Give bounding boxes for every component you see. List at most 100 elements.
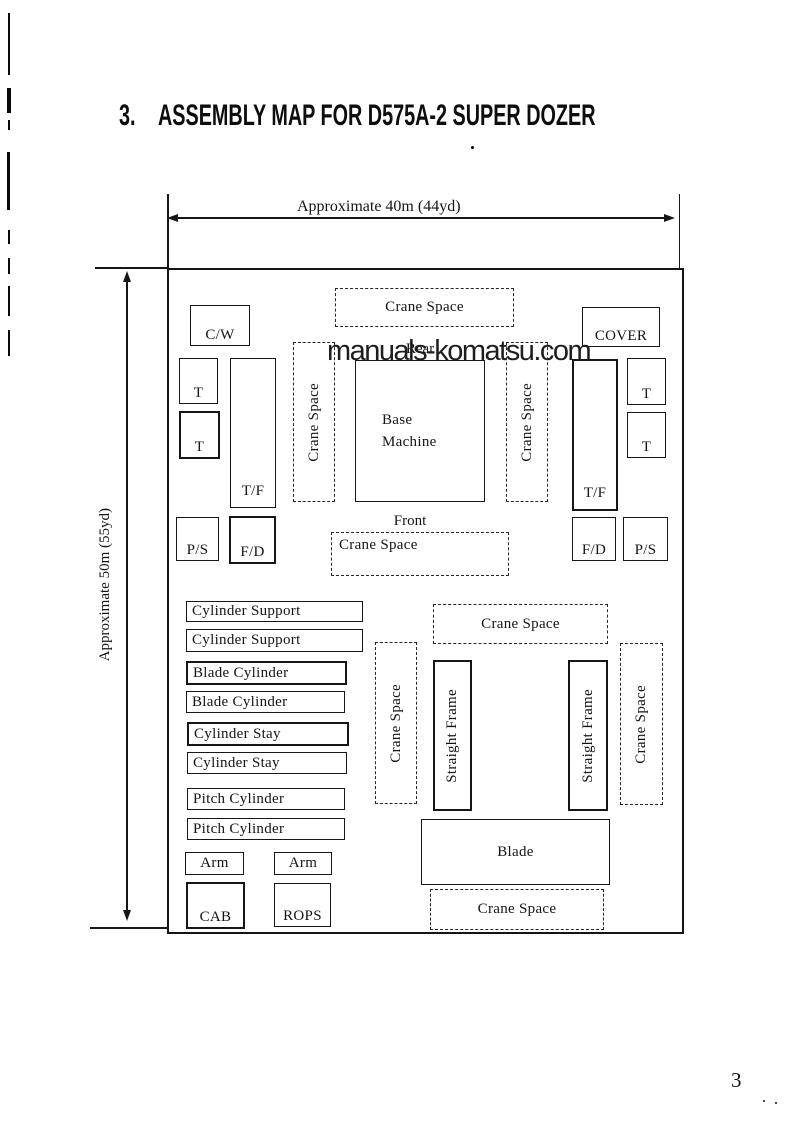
crane-space-label: Crane Space — [633, 684, 650, 764]
straight-frame-box-1: Straight Frame — [433, 660, 472, 811]
straight-frame-box-2: Straight Frame — [568, 660, 608, 811]
cylinder-support-box-1: Cylinder Support — [186, 601, 363, 622]
scan-artifact-line — [7, 152, 10, 210]
scan-artifact-line — [8, 230, 10, 244]
ps-label: P/S — [186, 541, 209, 558]
page-number: 3 — [731, 1068, 742, 1092]
heading-number: 3. — [119, 99, 136, 132]
cab-box: CAB — [186, 882, 245, 929]
crane-space-label: Crane Space — [387, 683, 404, 763]
arm-label: Arm — [288, 855, 318, 872]
crane-space-label: Crane Space — [385, 299, 464, 316]
scan-artifact-line — [8, 330, 10, 356]
scan-artifact-line — [7, 88, 11, 113]
fd-box-left: F/D — [229, 516, 276, 564]
scan-speck — [763, 1100, 765, 1102]
cab-label: CAB — [199, 908, 232, 925]
crane-space-box-front: Crane Space — [331, 532, 509, 576]
cover-label: COVER — [594, 327, 648, 344]
straight-frame-label: Straight Frame — [579, 688, 596, 783]
crane-space-box-bottom: Crane Space — [430, 889, 604, 930]
cylinder-support-label: Cylinder Support — [192, 603, 301, 620]
arrow-up-icon — [122, 271, 131, 282]
fd-box-right: F/D — [572, 517, 616, 561]
v-dim-extension-bottom — [90, 927, 167, 929]
v-dim-extension-top — [95, 267, 167, 269]
rear-label: Rear — [405, 341, 435, 357]
scan-speck — [775, 1102, 777, 1104]
straight-frame-label: Straight Frame — [444, 688, 461, 783]
scan-speck — [471, 146, 474, 149]
v-dim-label: Approximate 50m (55yd) — [97, 420, 114, 750]
rops-box: ROPS — [274, 883, 331, 927]
h-dim-label: Approximate 40m (44yd) — [297, 198, 461, 215]
cylinder-stay-box-1: Cylinder Stay — [187, 722, 349, 746]
t-label: T — [193, 384, 204, 401]
cylinder-support-box-2: Cylinder Support — [186, 629, 363, 652]
ps-box-left: P/S — [176, 517, 219, 561]
cylinder-stay-box-2: Cylinder Stay — [187, 752, 347, 774]
v-dim-line — [126, 282, 128, 910]
crane-space-label: Crane Space — [339, 537, 418, 553]
arrow-right-icon — [664, 213, 675, 222]
v-dim-label-text: Approximate 50m (55yd) — [97, 508, 113, 662]
pitch-cylinder-box-1: Pitch Cylinder — [187, 788, 345, 810]
assembly-area-outline — [167, 268, 684, 934]
arm-label: Arm — [200, 855, 229, 872]
cover-box: COVER — [582, 307, 660, 347]
pitch-cylinder-label: Pitch Cylinder — [193, 820, 285, 837]
tf-box-left: T/F — [230, 358, 276, 508]
blade-box: Blade — [421, 819, 610, 885]
page-title: ASSEMBLY MAP FOR D575A-2 SUPER DOZER — [158, 99, 596, 132]
cylinder-stay-label: Cylinder Stay — [194, 725, 281, 742]
cylinder-stay-label: Cylinder Stay — [193, 754, 280, 771]
arm-box-1: Arm — [185, 852, 244, 875]
t-box-left-1: T — [179, 358, 218, 404]
rops-label: ROPS — [283, 907, 322, 924]
blade-cylinder-box-2: Blade Cylinder — [186, 691, 345, 713]
blade-label: Blade — [497, 843, 534, 860]
ps-box-right: P/S — [623, 517, 668, 561]
scan-artifact-line — [8, 13, 10, 75]
crane-space-box-mid-right: Crane Space — [620, 643, 663, 805]
arrow-down-icon — [122, 910, 131, 921]
blade-cylinder-box-1: Blade Cylinder — [186, 661, 347, 685]
blade-cylinder-label: Blade Cylinder — [192, 693, 288, 710]
pitch-cylinder-label: Pitch Cylinder — [193, 790, 285, 807]
tf-label: T/F — [583, 484, 607, 501]
cylinder-support-label: Cylinder Support — [192, 632, 301, 649]
base-machine-box: Base Machine — [355, 360, 485, 502]
tf-label: T/F — [241, 482, 265, 499]
t-box-right-1: T — [627, 358, 666, 405]
crane-space-label: Crane Space — [481, 615, 560, 632]
blade-cylinder-label: Blade Cylinder — [193, 664, 289, 681]
h-dim-line — [177, 217, 665, 219]
t-box-left-2: T — [179, 411, 220, 459]
base-machine-label: Base Machine — [382, 411, 437, 451]
crane-space-box-right: Crane Space — [506, 342, 548, 502]
crane-space-label: Crane Space — [305, 382, 322, 462]
crane-space-box-mid: Crane Space — [433, 604, 608, 644]
h-dim-extension-left — [167, 194, 169, 268]
watermark: manuals-komatsu.com — [327, 335, 592, 367]
front-label: Front — [393, 513, 427, 529]
crane-space-box-mid-left: Crane Space — [375, 642, 417, 804]
h-dim-extension-right — [678, 194, 680, 268]
cw-box: C/W — [190, 305, 250, 346]
crane-space-box-left: Crane Space — [293, 342, 335, 502]
arm-box-2: Arm — [274, 852, 332, 875]
scan-artifact-line — [8, 286, 10, 316]
scan-artifact-line — [8, 120, 10, 130]
t-label: T — [641, 438, 652, 455]
scan-artifact-line — [8, 258, 10, 274]
crane-space-box-top: Crane Space — [335, 288, 514, 327]
fd-label: F/D — [581, 541, 607, 558]
t-label: T — [641, 385, 652, 402]
pitch-cylinder-box-2: Pitch Cylinder — [187, 818, 345, 840]
t-label: T — [194, 438, 205, 455]
arrow-left-icon — [167, 213, 178, 222]
crane-space-label: Crane Space — [518, 382, 535, 462]
fd-label: F/D — [240, 543, 265, 560]
t-box-right-2: T — [627, 412, 666, 458]
